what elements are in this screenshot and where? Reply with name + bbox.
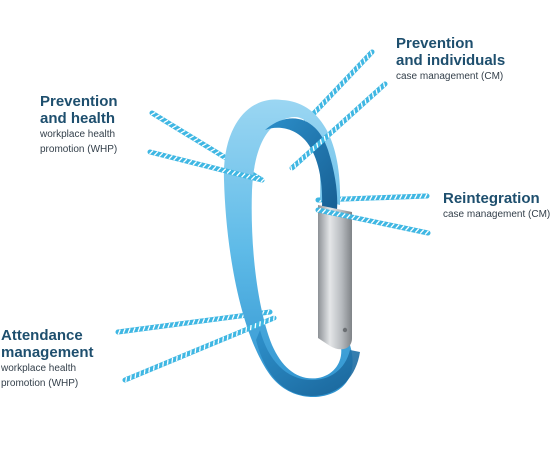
label-subtitle: case management (CM) xyxy=(443,209,551,220)
label-title: Reintegration xyxy=(443,190,540,207)
label-prevention-individuals: Prevention and individuals case manageme… xyxy=(396,35,505,84)
rope-icon xyxy=(122,81,431,383)
label-reintegration: Reintegration case management (CM) xyxy=(443,190,550,222)
label-title: and health xyxy=(40,110,116,127)
label-subtitle: workplace health xyxy=(40,129,116,140)
label-attendance-management: Attendance management workplace health p… xyxy=(1,327,94,391)
carabiner-icon xyxy=(223,99,360,398)
rope-segment xyxy=(315,207,431,236)
label-title: management xyxy=(1,344,94,361)
label-subtitle: promotion (WHP) xyxy=(1,378,79,389)
rope-icon xyxy=(115,49,430,335)
rope-segment xyxy=(122,315,277,383)
label-prevention-health: Prevention and health workplace health p… xyxy=(40,93,118,157)
label-title: Attendance xyxy=(1,327,83,344)
label-title: Prevention xyxy=(396,35,474,52)
label-subtitle: workplace health xyxy=(1,363,77,374)
rope-segment xyxy=(289,81,388,172)
label-subtitle: promotion (WHP) xyxy=(40,144,118,155)
label-title: and individuals xyxy=(396,52,506,69)
rope-segment xyxy=(147,149,265,183)
label-subtitle: case management (CM) xyxy=(396,71,504,82)
label-title: Prevention xyxy=(40,93,118,110)
